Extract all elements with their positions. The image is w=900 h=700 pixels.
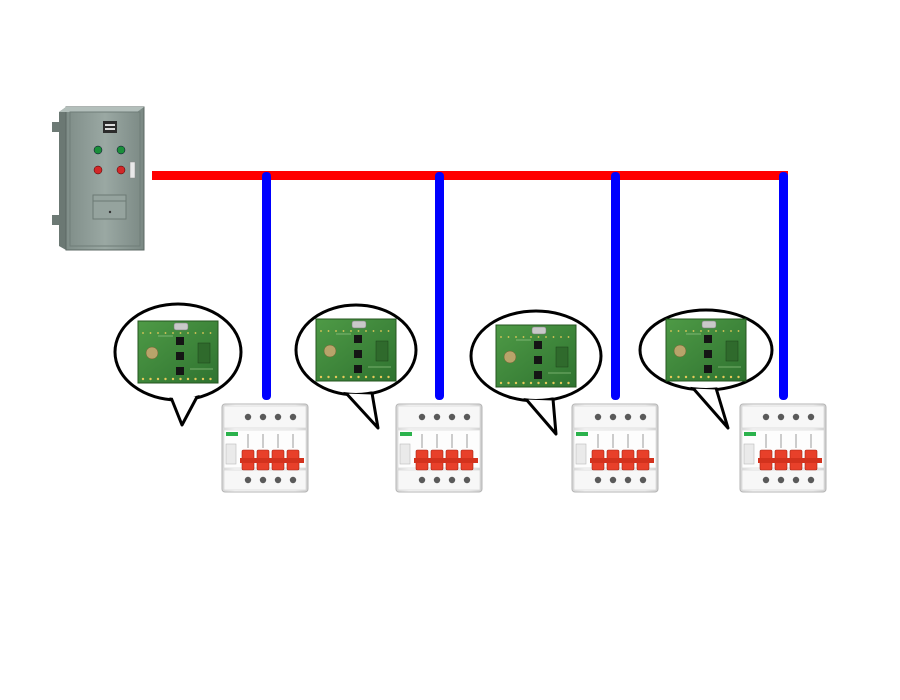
branch-unit bbox=[294, 303, 483, 493]
control-cabinet bbox=[52, 106, 145, 251]
main-bus-line bbox=[152, 171, 788, 180]
branch-unit bbox=[469, 309, 659, 493]
drop-line-2 bbox=[435, 172, 444, 400]
branch-units bbox=[113, 302, 827, 493]
branch-unit bbox=[638, 308, 827, 493]
branch-unit bbox=[113, 302, 309, 493]
drop-line-4 bbox=[779, 172, 788, 400]
four-pole-circuit-breaker-icon bbox=[739, 403, 827, 493]
electrical-control-cabinet-icon bbox=[52, 106, 145, 251]
circuit-board-icon bbox=[315, 318, 397, 382]
branch-drop-lines bbox=[262, 172, 788, 400]
circuit-board-icon bbox=[137, 320, 219, 384]
drop-line-3 bbox=[611, 172, 620, 400]
four-pole-circuit-breaker-icon bbox=[571, 403, 659, 493]
drop-line-1 bbox=[262, 172, 271, 400]
four-pole-circuit-breaker-icon bbox=[395, 403, 483, 493]
circuit-board-icon bbox=[495, 324, 577, 388]
four-pole-circuit-breaker-icon bbox=[221, 403, 309, 493]
circuit-board-icon bbox=[665, 318, 747, 382]
